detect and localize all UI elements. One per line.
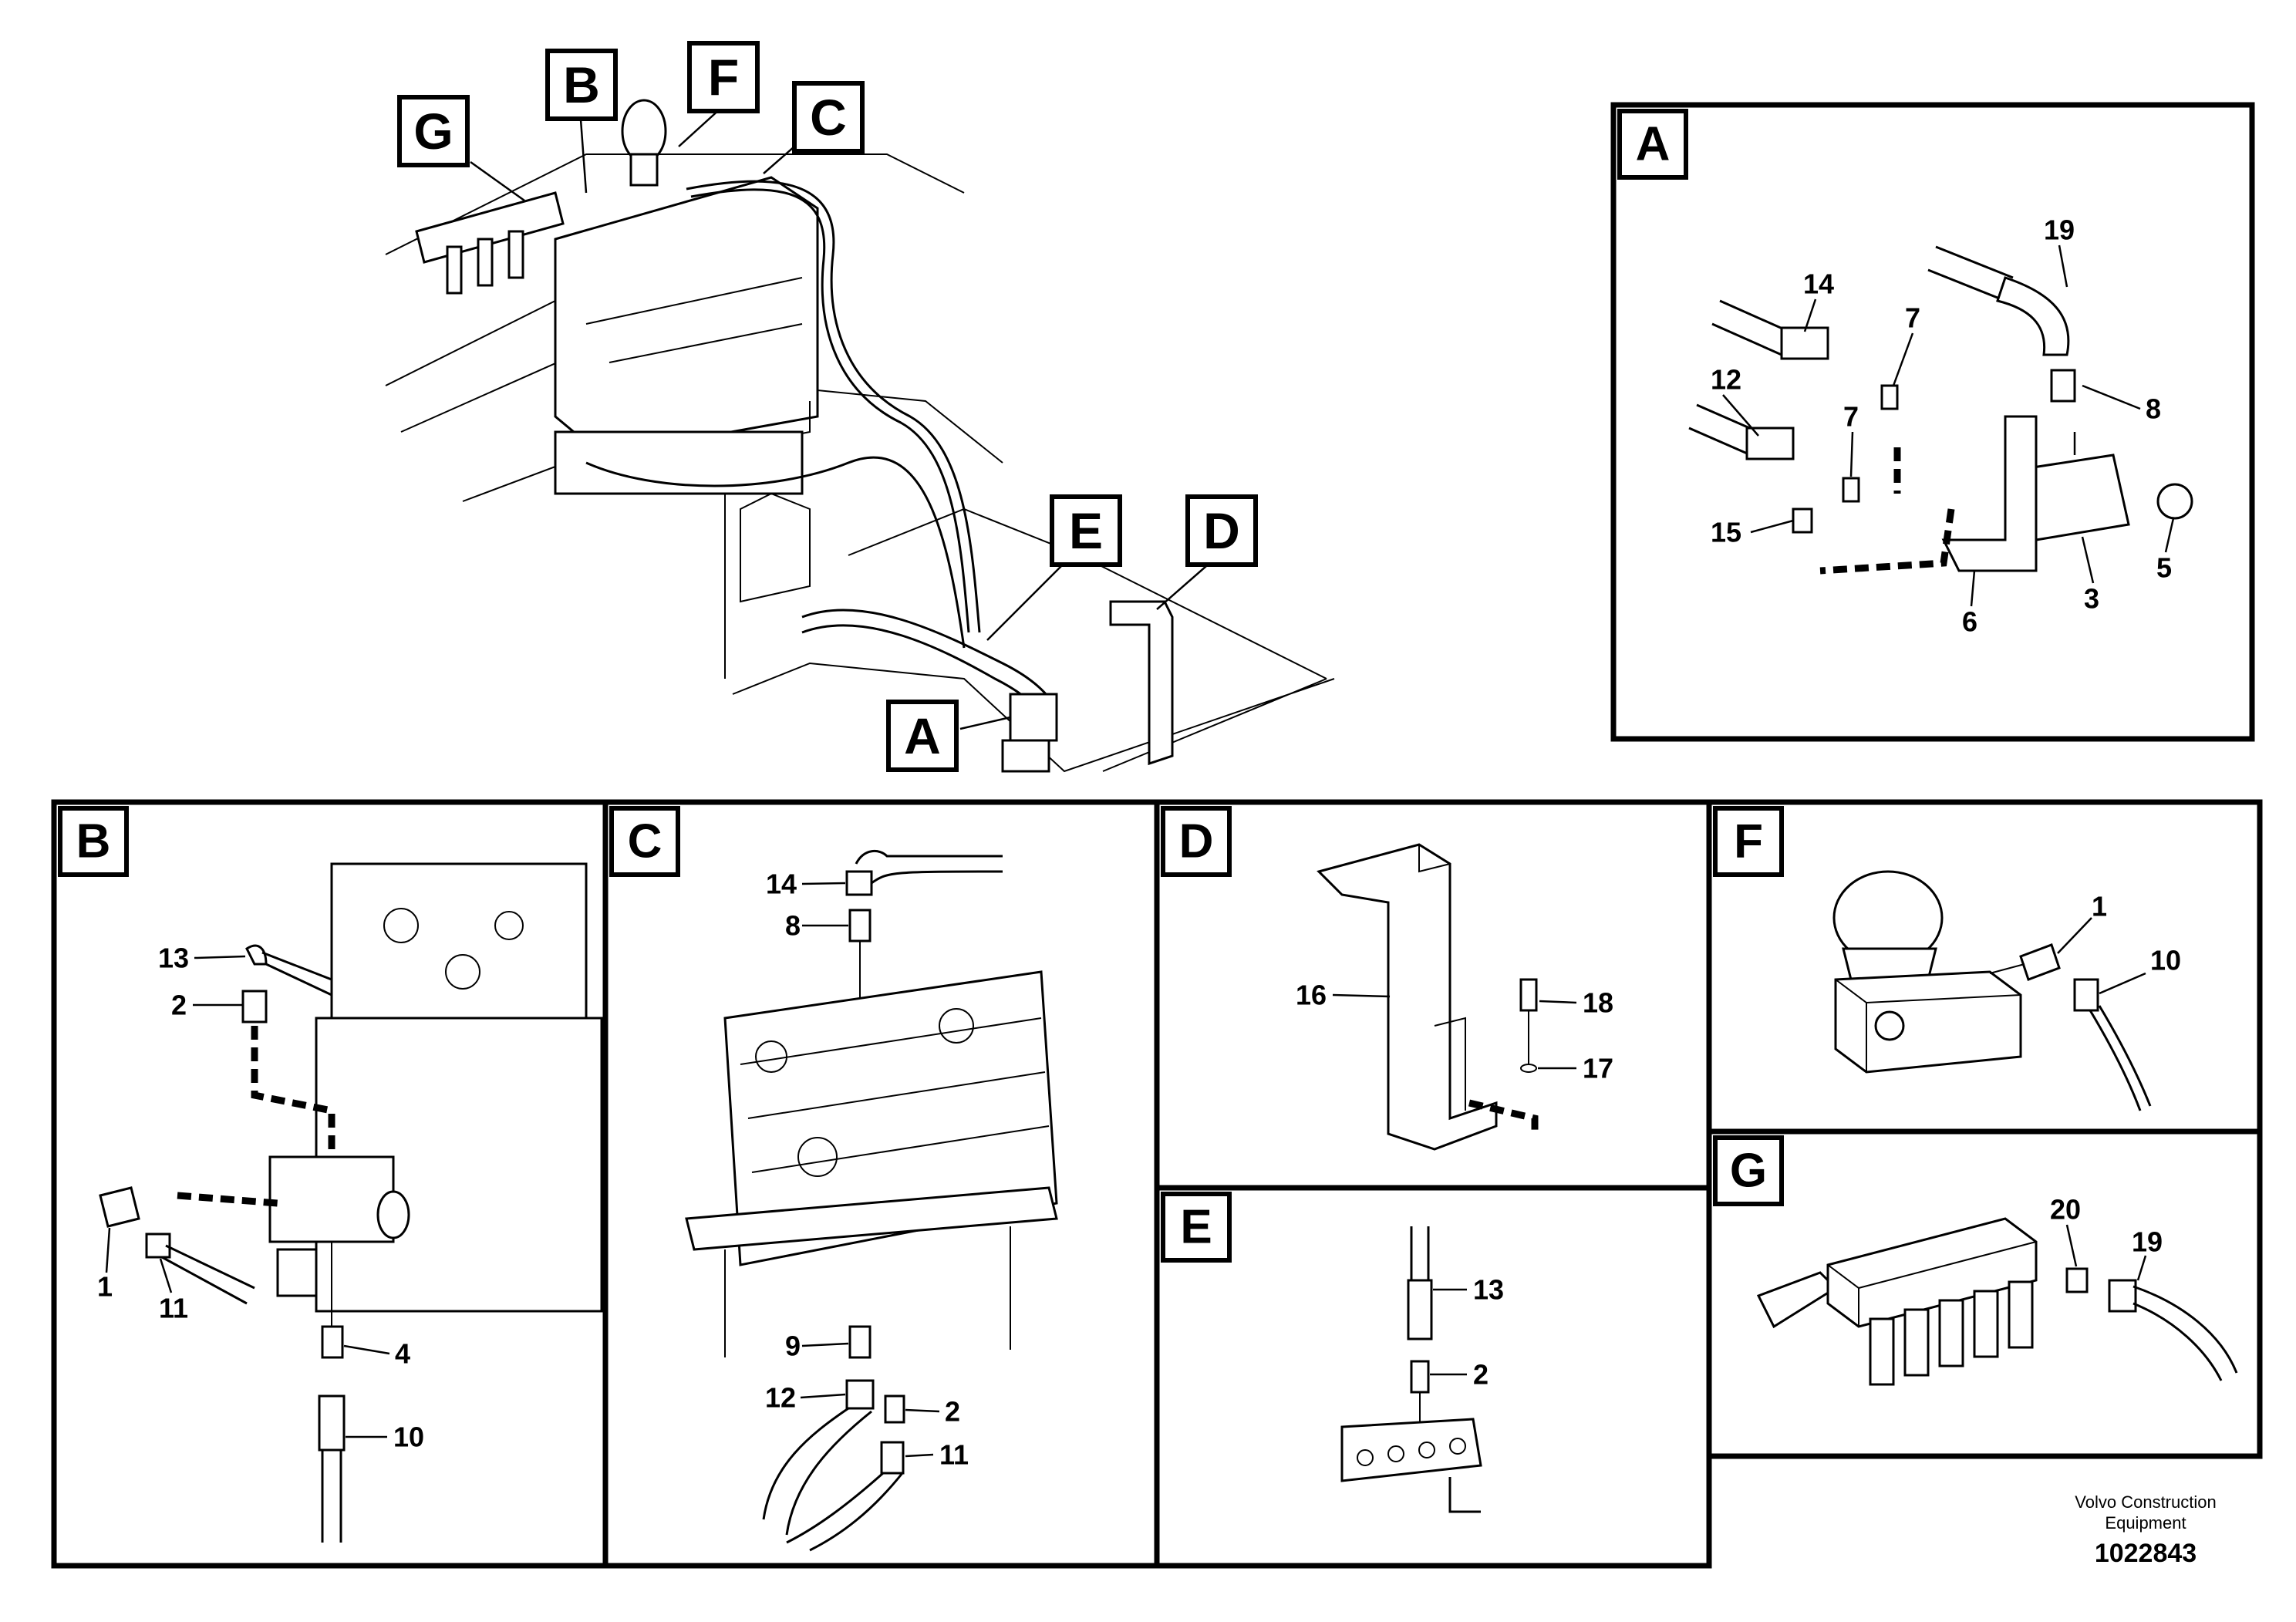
panel-B-letter: B <box>76 815 111 868</box>
C-label-12: 12 <box>765 1382 796 1414</box>
panel-B: B 13 2 1 11 4 10 <box>51 799 609 1569</box>
panel-F: F 1 10 <box>1706 799 2263 1135</box>
B-label-1: 1 <box>97 1271 113 1303</box>
D-label-16: 16 <box>1296 980 1327 1011</box>
panel-A-letter: A <box>1636 118 1671 171</box>
panel-E-letter: E <box>1180 1201 1212 1254</box>
panel-D: D 16 18 17 <box>1154 799 1712 1191</box>
D-label-18: 18 <box>1583 987 1613 1019</box>
panel-F-letter: F <box>1734 815 1763 868</box>
A-label-14: 14 <box>1803 268 1834 300</box>
F-label-1: 1 <box>2092 891 2107 922</box>
callout-A: A <box>886 700 959 772</box>
callout-C-letter: C <box>810 89 847 146</box>
footer: Volvo Construction Equipment 1022843 <box>2075 1492 2216 1568</box>
callout-F-letter: F <box>708 49 739 106</box>
panel-C: C 14 8 9 12 2 11 <box>602 799 1160 1569</box>
A-label-3: 3 <box>2084 583 2099 615</box>
A-label-8: 8 <box>2146 393 2161 425</box>
panel-C-letter: C <box>628 815 663 868</box>
footer-company-line2: Equipment <box>2105 1513 2186 1533</box>
callout-D: D <box>1185 494 1258 567</box>
panel-E: E 13 2 <box>1154 1185 1712 1569</box>
G-label-20: 20 <box>2050 1194 2081 1226</box>
A-label-6: 6 <box>1962 606 1977 638</box>
callout-G: G <box>397 95 470 167</box>
B-label-4: 4 <box>395 1338 410 1370</box>
callout-E: E <box>1050 494 1122 567</box>
C-label-2: 2 <box>945 1396 960 1428</box>
A-label-12: 12 <box>1711 364 1741 396</box>
callout-D-letter: D <box>1203 502 1240 559</box>
callout-G-letter: G <box>413 103 453 160</box>
footer-drawing-id: 1022843 <box>2095 1539 2197 1568</box>
C-label-8: 8 <box>785 910 801 942</box>
D-label-17: 17 <box>1583 1053 1613 1084</box>
C-label-14: 14 <box>766 868 797 900</box>
B-label-10: 10 <box>393 1421 424 1453</box>
overview-assembly <box>385 99 1335 773</box>
panel-G-letter: G <box>1730 1145 1767 1198</box>
B-label-11: 11 <box>159 1293 188 1324</box>
A-label-19: 19 <box>2044 214 2075 246</box>
F-label-10: 10 <box>2150 945 2181 976</box>
callout-E-letter: E <box>1069 502 1103 559</box>
E-label-2: 2 <box>1473 1359 1489 1391</box>
panel-A: A 19 14 7 8 12 7 15 5 3 6 <box>1610 102 2255 742</box>
callout-B: B <box>545 49 618 121</box>
callout-C: C <box>792 81 865 153</box>
B-label-13: 13 <box>158 943 189 974</box>
A-label-7b: 7 <box>1843 401 1859 433</box>
G-label-19: 19 <box>2132 1226 2163 1258</box>
C-label-11: 11 <box>939 1439 969 1471</box>
E-label-13: 13 <box>1473 1274 1504 1306</box>
A-label-5: 5 <box>2156 552 2172 584</box>
A-label-15: 15 <box>1711 517 1741 548</box>
panel-G: G 20 19 <box>1706 1128 2263 1459</box>
C-label-9: 9 <box>785 1330 801 1362</box>
B-label-2: 2 <box>171 990 187 1021</box>
callout-F: F <box>687 41 760 113</box>
footer-company-line1: Volvo Construction <box>2075 1492 2216 1512</box>
callout-A-letter: A <box>904 707 941 764</box>
A-label-7a: 7 <box>1905 302 1920 334</box>
panel-D-letter: D <box>1179 815 1214 868</box>
callout-B-letter: B <box>563 56 600 113</box>
